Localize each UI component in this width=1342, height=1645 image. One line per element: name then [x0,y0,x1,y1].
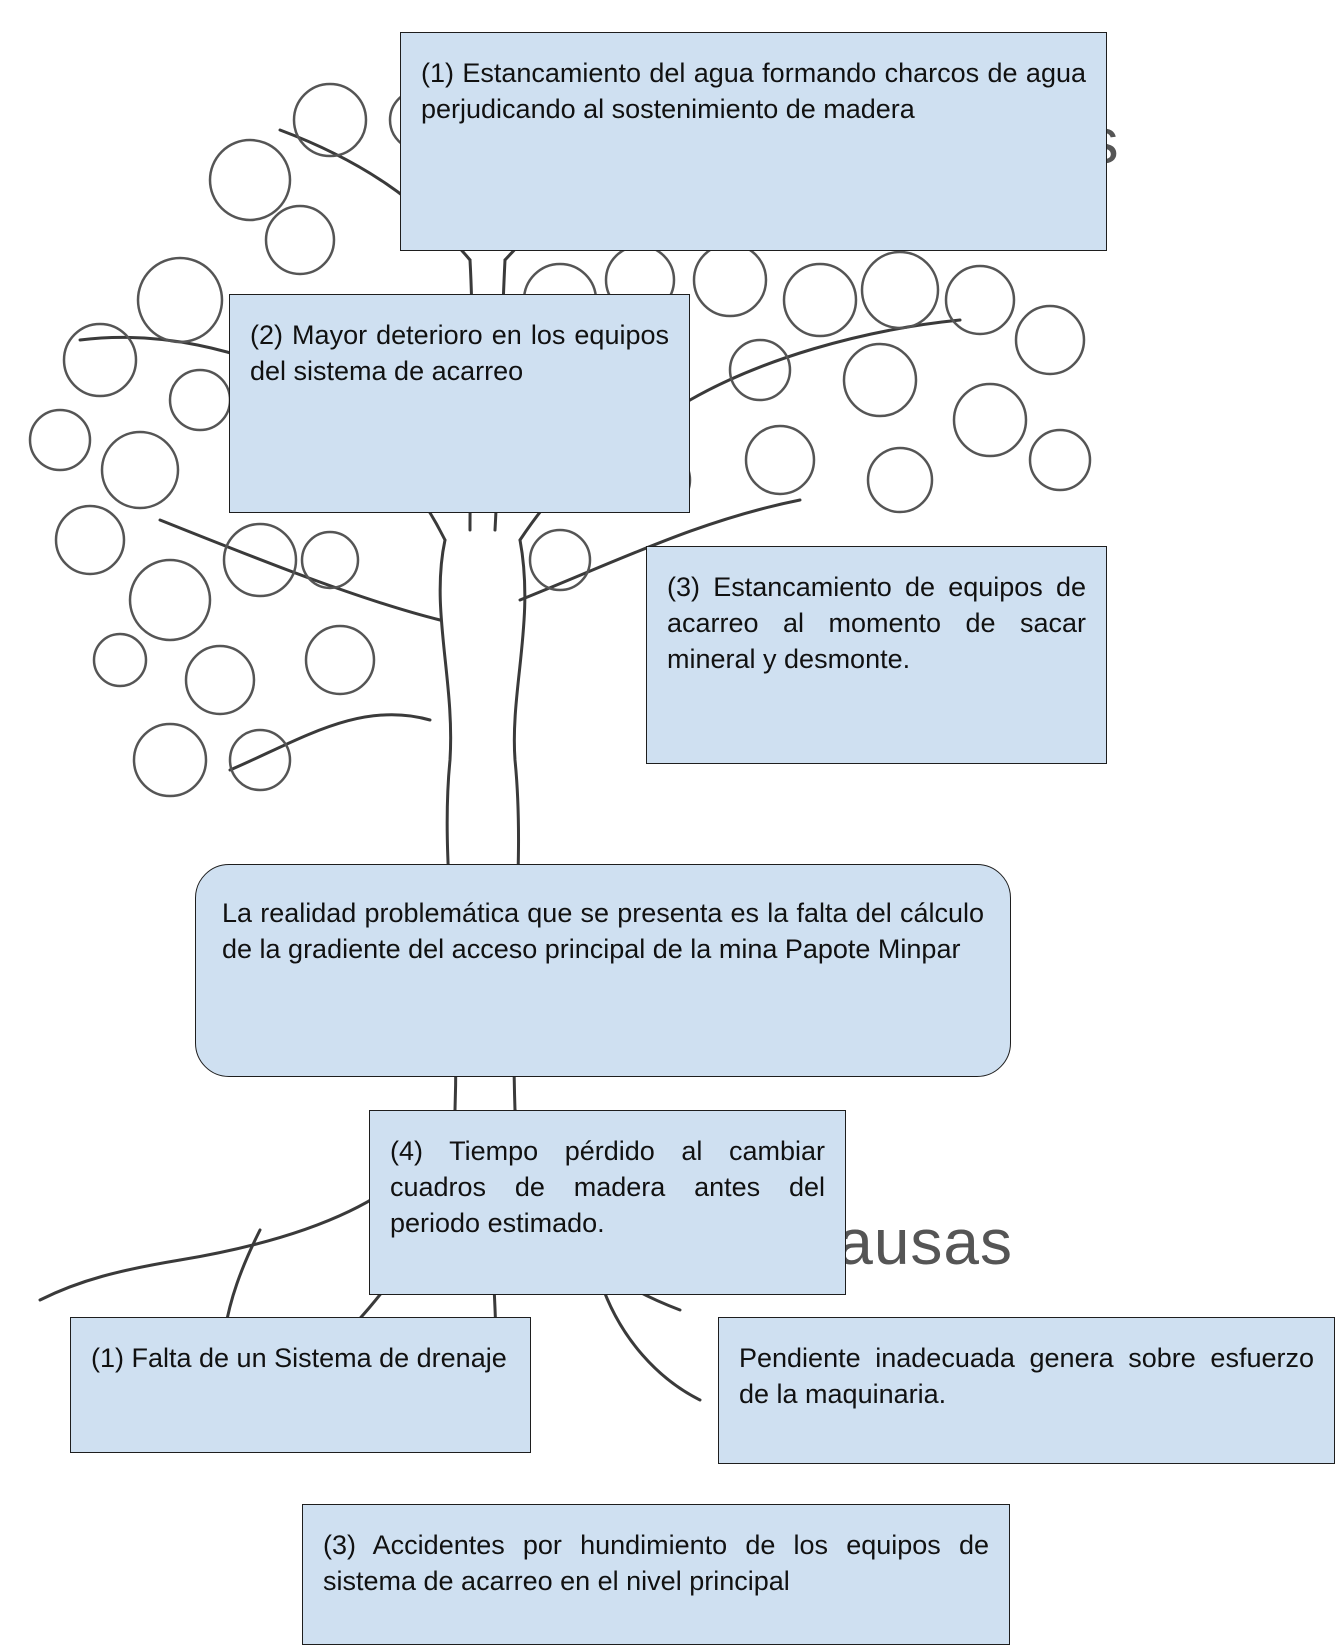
effect-box-3: (3) Estancamiento de equipos de acarreo … [646,546,1107,764]
central-problem-box: La realidad problemática que se presenta… [195,864,1011,1077]
cause-box-4: (4) Tiempo pérdido al cambiar cuadros de… [369,1110,846,1295]
effect-box-2: (2) Mayor deterioro en los equipos del s… [229,294,690,513]
cause-box-1: (1) Falta de un Sistema de drenaje [70,1317,531,1453]
cause-box-pendiente: Pendiente inadecuada genera sobre esfuer… [718,1317,1335,1464]
cause-box-3: (3) Accidentes por hundimiento de los eq… [302,1504,1010,1645]
effect-box-1: (1) Estancamiento del agua formando char… [400,32,1107,251]
